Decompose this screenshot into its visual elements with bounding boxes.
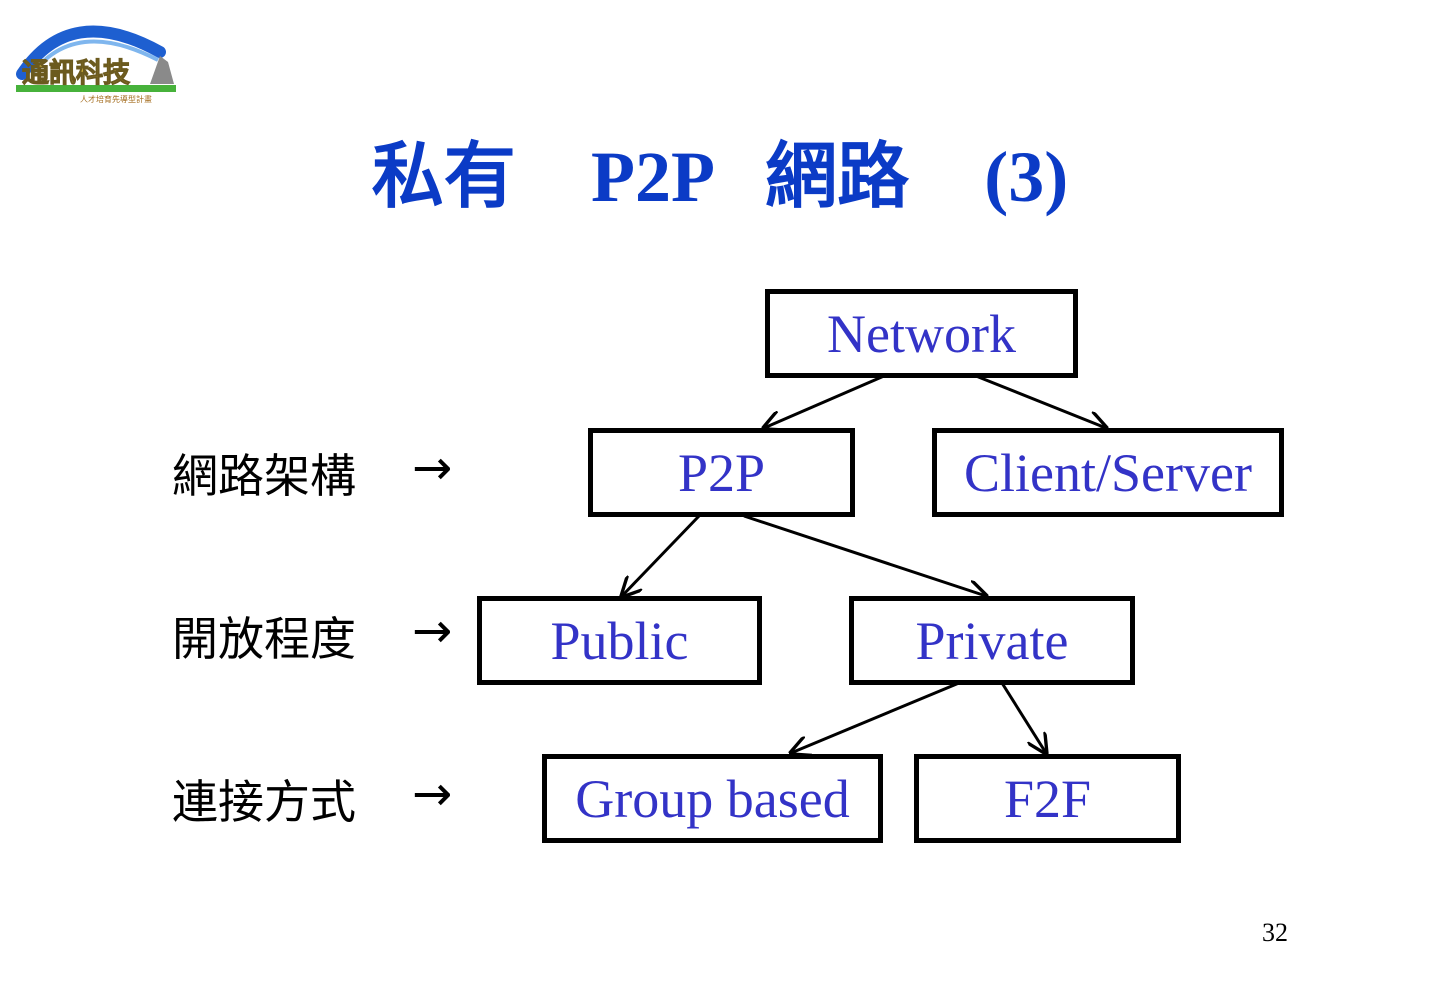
node-private: Private [849, 596, 1135, 685]
row-label-connection: 連接方式 [172, 775, 356, 829]
row-arrow-openness: → [412, 603, 453, 659]
title-part-1: 私有 [371, 134, 516, 218]
node-group-based: Group based [542, 754, 883, 843]
logo-text: 通訊科技 [22, 57, 130, 89]
row-label-architecture: 網路架構 [172, 449, 356, 503]
logo-subtext: 人才培育先導型計畫 [80, 94, 152, 104]
edge-private-f2f [1000, 682, 1046, 753]
node-network: Network [765, 289, 1078, 378]
row-arrow-architecture: → [412, 440, 453, 496]
row-arrow-connection: → [412, 766, 453, 822]
node-public: Public [477, 596, 762, 685]
slide-title: 私有 P2P 網路 (3) [0, 128, 1440, 225]
title-part-3: 網路 [765, 134, 910, 218]
edge-p2p-private [743, 514, 986, 596]
title-part-4: (3) [984, 137, 1069, 217]
page-number: 32 [1262, 918, 1288, 947]
node-client-server: Client/Server [932, 428, 1284, 517]
node-f2f: F2F [914, 754, 1181, 843]
edge-network-client-server [975, 374, 1106, 428]
row-label-openness: 開放程度 [172, 612, 356, 666]
title-part-2: P2P [590, 137, 715, 217]
edge-p2p-public [622, 514, 701, 596]
edge-network-p2p [764, 374, 885, 428]
edge-private-group-based [791, 681, 960, 753]
node-p2p: P2P [588, 428, 855, 517]
logo: 通訊科技 人才培育先導型計畫 [16, 25, 176, 104]
